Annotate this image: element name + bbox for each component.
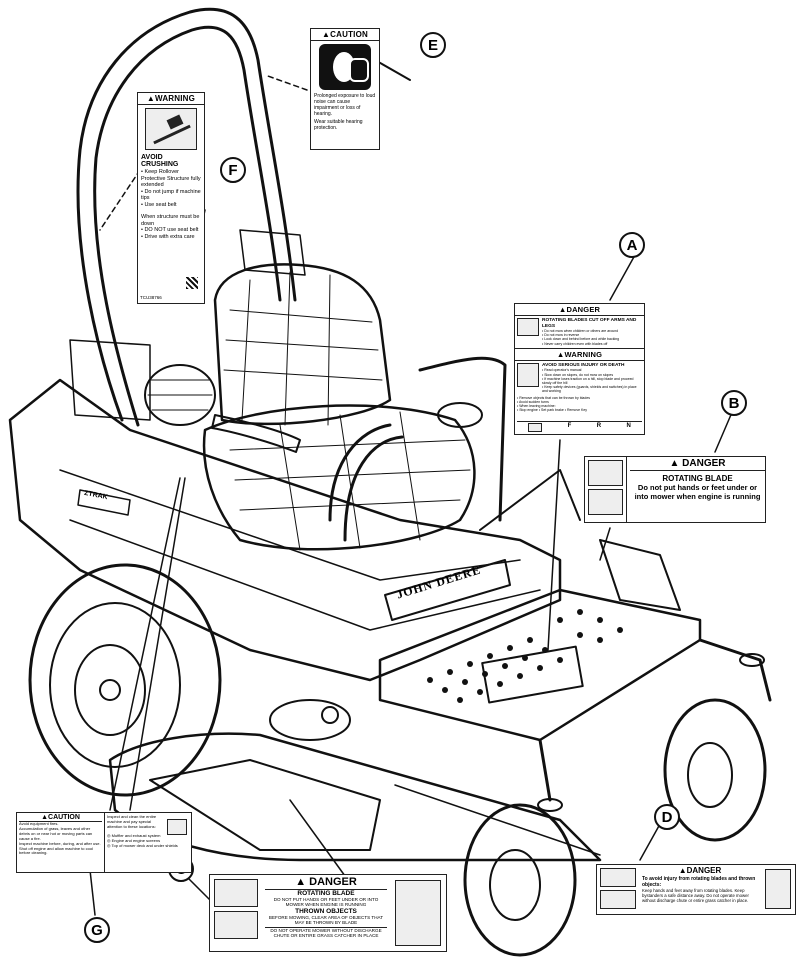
blade-hazard-icon xyxy=(517,318,539,336)
decal-g-left-item: Inspect machine before, during, and afte… xyxy=(19,840,101,846)
decal-g-list-item: ◎ Muffler and exhaust system xyxy=(107,832,161,838)
decal-d-danger-small: ▲DANGER To avoid injury from rotating bl… xyxy=(596,864,796,915)
decal-d-line1: To avoid injury from rotating blades and… xyxy=(642,876,756,888)
check-icon: ◎ xyxy=(107,837,112,843)
decal-a-small2-item: • Stop engine • Set park brake • Remove … xyxy=(517,408,588,413)
rops-bar xyxy=(76,7,297,422)
decal-a-small1-item: • Do not mow in reverse xyxy=(542,333,580,338)
decal-c-line5: DO NOT OPERATE MOWER WITHOUT DISCHARGE C… xyxy=(265,926,387,939)
foot-blade-icon xyxy=(588,489,623,515)
decal-a-footer-r: R xyxy=(596,423,602,429)
decal-c-line2: DO NOT PUT HANDS OR FEET UNDER OR INTO M… xyxy=(273,897,379,908)
hearing-protection-icon xyxy=(319,44,371,90)
decal-g-left-item: Shut off engine and allow machine to coo… xyxy=(19,845,93,856)
decal-a-footer-f: F xyxy=(567,423,572,429)
callout-b: B xyxy=(721,390,747,416)
decal-g-list-item: ◎ Engine and engine screens xyxy=(107,837,161,843)
decal-f-sub: When structure must be down xyxy=(141,214,200,227)
decal-c-line4: BEFORE MOWING, CLEAR AREA OF OBJECTS THA… xyxy=(268,914,384,926)
decal-g-list-item: ◎ Top of mower deck and under shields xyxy=(107,842,178,848)
decal-a-small2-item: • If machine loses traction on a hill, s… xyxy=(542,376,634,385)
decal-e-caution-noise: ▲CAUTION Prolonged exposure to loud nois… xyxy=(310,28,380,150)
callout-d: D xyxy=(654,804,680,830)
slope-hazard-icon xyxy=(517,362,539,387)
decal-e-text-2: Wear suitable hearing protection. xyxy=(314,119,363,131)
decal-f-title: AVOID CRUSHING xyxy=(141,154,179,168)
decal-f-code: TCU38766 xyxy=(140,295,162,300)
decal-a-small1-item: • Look down and behind before and while … xyxy=(542,337,620,342)
decal-g-left-item: Accumulation of grass, leaves and other … xyxy=(19,825,93,841)
decal-a-small1-item: • Never carry children even with blades … xyxy=(542,341,608,346)
decal-f-item: • Do not jump if machine tips xyxy=(141,188,201,202)
seat-cushion xyxy=(202,404,476,551)
rear-tire-left xyxy=(28,563,222,797)
thrown-objects-icon xyxy=(395,880,441,946)
decal-a-small1-item: • Do not mow when children or others are… xyxy=(542,329,619,333)
decal-f-header: ▲WARNING xyxy=(138,93,204,105)
decal-g-right-text: Inspect and clean the entire machine and… xyxy=(107,814,157,829)
callout-e: E xyxy=(420,32,446,58)
decal-b-title: ROTATING BLADE xyxy=(662,474,733,483)
front-caster-left xyxy=(463,803,577,957)
decal-f-warning-rops: ▲WARNING AVOID CRUSHING • Keep Rollover … xyxy=(137,92,205,304)
qr-code xyxy=(186,277,198,289)
callout-g: G xyxy=(84,917,110,943)
decal-g-caution-fire: ▲CAUTION Avoid equipment fires. Accumula… xyxy=(16,812,192,873)
hand-blade-icon xyxy=(588,460,623,486)
thrown-objects-icon xyxy=(765,869,791,909)
decal-c-header: ▲ DANGER xyxy=(265,875,387,890)
decal-d-line2: Keep hands and feet away from rotating b… xyxy=(642,888,749,904)
decal-c-danger-thrown-objects: ▲ DANGER ROTATING BLADE DO NOT PUT HANDS… xyxy=(209,874,447,952)
foot-blade-icon xyxy=(600,890,636,909)
foot-blade-icon xyxy=(214,911,258,939)
decal-a-small2-item: • Remove objects that can be thrown by b… xyxy=(517,395,591,400)
check-icon: ◎ xyxy=(107,842,112,848)
decal-e-text-1: Prolonged exposure to loud noise can cau… xyxy=(314,93,376,117)
callout-f: F xyxy=(220,157,246,183)
decal-f-item: • DO NOT use seat belt xyxy=(141,227,199,233)
decal-c-line3: THROWN OBJECTS xyxy=(295,907,357,915)
decal-a-small2-item: • Slow down on slopes, do not mow on slo… xyxy=(542,372,614,377)
rollover-icon xyxy=(145,108,197,150)
decal-d-header: ▲DANGER xyxy=(678,866,722,875)
decal-c-line1: ROTATING BLADE xyxy=(297,890,355,897)
seat-back xyxy=(213,263,392,426)
decal-a-danger-warning: ▲DANGER ROTATING BLADES CUT OFF ARMS AND… xyxy=(514,303,645,435)
decal-g-left-item: Avoid equipment fires. xyxy=(19,821,59,826)
mower-icon xyxy=(167,819,187,835)
callout-a: A xyxy=(619,232,645,258)
decal-a-footer-n: N xyxy=(626,423,631,429)
decal-b-header: ▲ DANGER xyxy=(630,457,765,471)
decal-a-small2-item: • Read operator's manual xyxy=(542,368,582,373)
decal-e-header: ▲CAUTION xyxy=(311,29,379,41)
decal-a-small2-item: • Keep safety devices (guards, shields a… xyxy=(542,385,637,394)
decal-a-small2-item: • When leaving machine: xyxy=(517,403,556,408)
decal-a-line1: ROTATING BLADES CUT OFF ARMS AND LEGS xyxy=(542,318,637,329)
front-caster-right xyxy=(663,698,767,842)
decal-f-item: • Keep Rollover Protective Structure ful… xyxy=(141,169,201,188)
decal-a-small2-item: • Avoid sudden turns xyxy=(517,399,549,404)
decal-b-danger-blade: ▲ DANGER ROTATING BLADE Do not put hands… xyxy=(584,456,766,523)
decal-a-line2: AVOID SERIOUS INJURY OR DEATH xyxy=(542,362,625,368)
decal-a-header-2: ▲WARNING xyxy=(515,347,644,361)
check-icon: ◎ xyxy=(107,832,112,838)
decal-f-item: • Use seat belt xyxy=(141,201,177,208)
hand-blade-icon xyxy=(214,879,258,907)
decal-f-item: • Drive with extra care xyxy=(141,233,195,240)
body-frame xyxy=(8,378,562,682)
manual-icon xyxy=(528,423,543,432)
decal-a-header-1: ▲DANGER xyxy=(515,304,644,316)
decal-b-text: Do not put hands or feet under or into m… xyxy=(634,483,761,501)
hand-blade-icon xyxy=(600,868,636,887)
decal-g-header: ▲CAUTION xyxy=(19,814,102,822)
